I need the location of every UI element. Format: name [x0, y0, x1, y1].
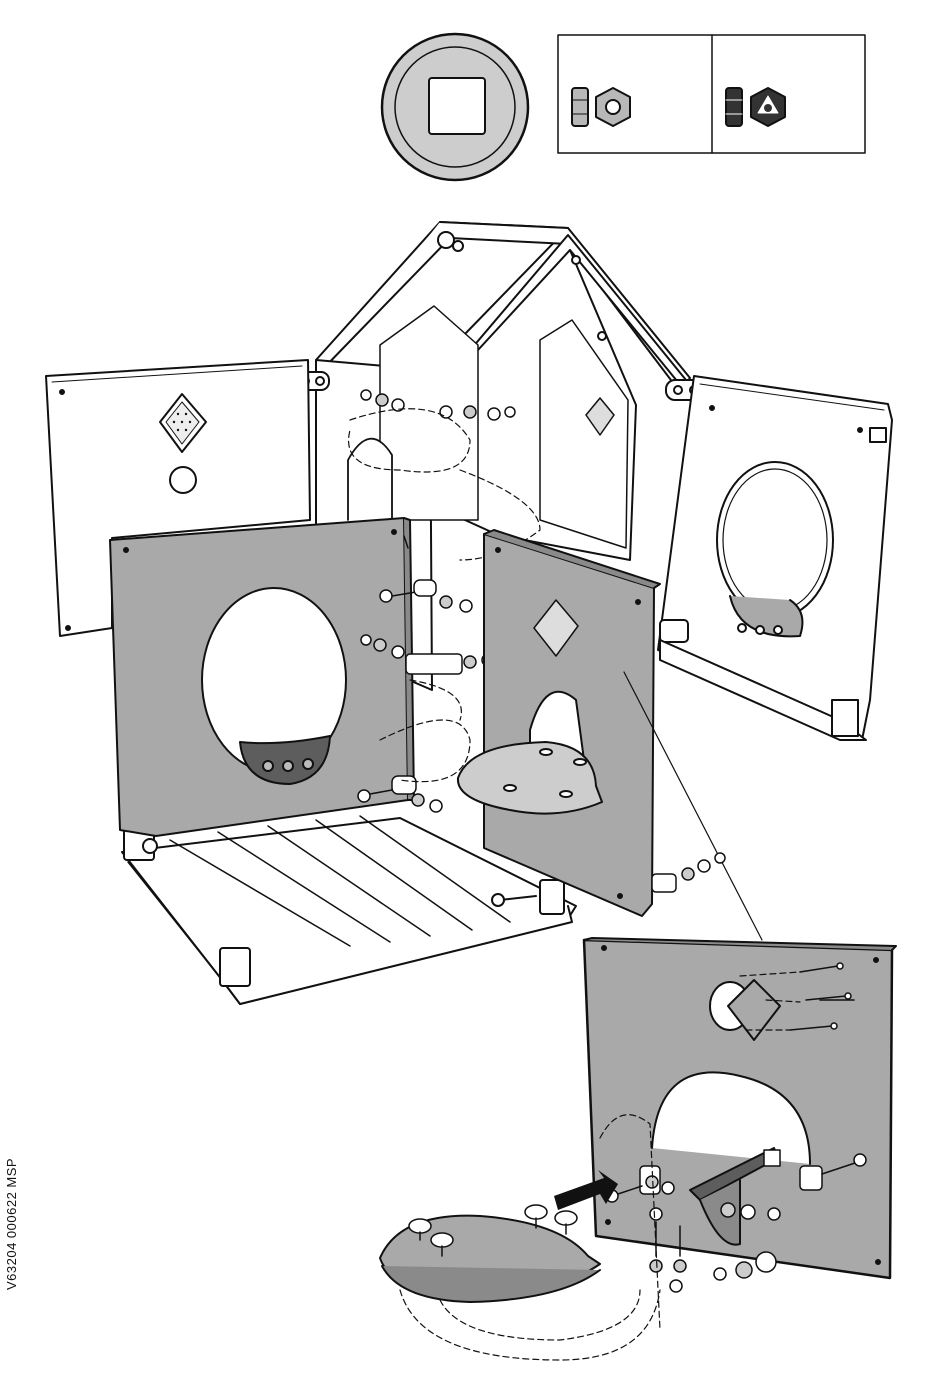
square-hole-disc-icon	[382, 34, 528, 180]
side-window-panel-right	[658, 376, 892, 740]
detail-panel	[584, 938, 896, 1330]
hex-nut-icon	[572, 88, 630, 126]
seat-shelf	[458, 742, 602, 814]
lock-nut-icon	[726, 88, 785, 126]
back-wall-panel	[110, 518, 507, 836]
